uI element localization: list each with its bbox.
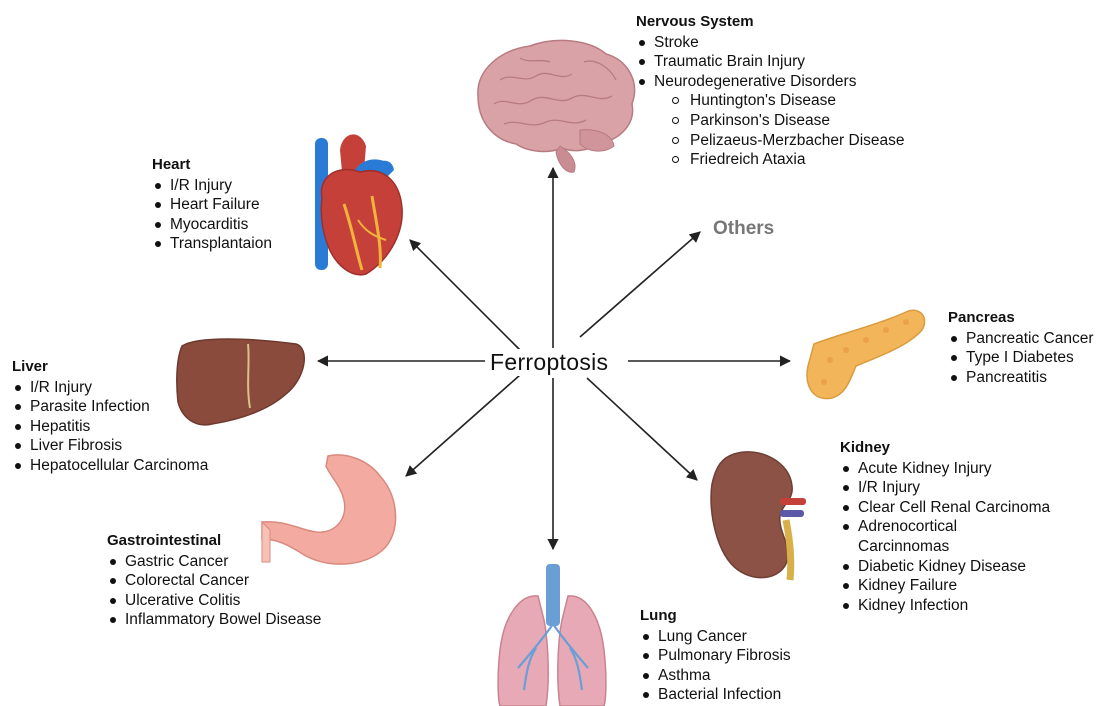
heart-panel: Heart I/R Injury Heart Failure Myocardit…: [152, 155, 272, 254]
others-label: Others: [713, 218, 774, 240]
gastrointestinal-title: Gastrointestinal: [107, 531, 321, 551]
list-item: Gastric Cancer: [107, 552, 321, 572]
list-item-continuation: Carcinnomas: [840, 537, 1050, 557]
list-item: Neurodegenerative Disorders: [636, 72, 905, 92]
ferroptosis-label: Ferroptosis: [488, 349, 610, 376]
sub-list-item: Friedreich Ataxia: [636, 150, 905, 170]
list-item: Liver Fibrosis: [12, 436, 208, 456]
nervous-system-panel: Nervous System Stroke Traumatic Brain In…: [636, 12, 905, 170]
list-item: Transplantaion: [152, 234, 272, 254]
list-item: Heart Failure: [152, 195, 272, 215]
list-item: Pulmonary Fibrosis: [640, 646, 791, 666]
list-item: Pancreatitis: [948, 368, 1094, 388]
list-item: Traumatic Brain Injury: [636, 52, 905, 72]
pancreas-panel: Pancreas Pancreatic Cancer Type I Diabet…: [948, 308, 1094, 387]
list-item: Asthma: [640, 666, 791, 686]
list-item: Adrenocortical: [840, 517, 1050, 537]
kidney-title: Kidney: [840, 438, 1050, 458]
list-item: Kidney Failure: [840, 576, 1050, 596]
list-item: Inflammatory Bowel Disease: [107, 610, 321, 630]
list-item: Clear Cell Renal Carcinoma: [840, 498, 1050, 518]
sub-list-item: Huntington's Disease: [636, 91, 905, 111]
kidney-panel: Kidney Acute Kidney Injury I/R Injury Cl…: [840, 438, 1050, 615]
list-item: Kidney Infection: [840, 596, 1050, 616]
list-item: I/R Injury: [12, 378, 208, 398]
list-item: Colorectal Cancer: [107, 571, 321, 591]
list-item: Type I Diabetes: [948, 348, 1094, 368]
list-item: Ulcerative Colitis: [107, 591, 321, 611]
sub-list-item: Pelizaeus-Merzbacher Disease: [636, 131, 905, 151]
list-item: Hepatocellular Carcinoma: [12, 456, 208, 476]
sub-list-item: Parkinson's Disease: [636, 111, 905, 131]
lung-panel: Lung Lung Cancer Pulmonary Fibrosis Asth…: [640, 606, 791, 705]
liver-title: Liver: [12, 357, 208, 377]
list-item: Parasite Infection: [12, 397, 208, 417]
list-item: I/R Injury: [152, 176, 272, 196]
list-item: Pancreatic Cancer: [948, 329, 1094, 349]
list-item: I/R Injury: [840, 478, 1050, 498]
list-item: Diabetic Kidney Disease: [840, 557, 1050, 577]
heart-title: Heart: [152, 155, 272, 175]
list-item: Acute Kidney Injury: [840, 459, 1050, 479]
nervous-system-title: Nervous System: [636, 12, 905, 32]
lung-title: Lung: [640, 606, 791, 626]
liver-panel: Liver I/R Injury Parasite Infection Hepa…: [12, 357, 208, 476]
list-item: Stroke: [636, 33, 905, 53]
gastrointestinal-panel: Gastrointestinal Gastric Cancer Colorect…: [107, 531, 321, 630]
list-item: Myocarditis: [152, 215, 272, 235]
pancreas-title: Pancreas: [948, 308, 1094, 328]
list-item: Lung Cancer: [640, 627, 791, 647]
list-item: Hepatitis: [12, 417, 208, 437]
list-item: Bacterial Infection: [640, 685, 791, 705]
